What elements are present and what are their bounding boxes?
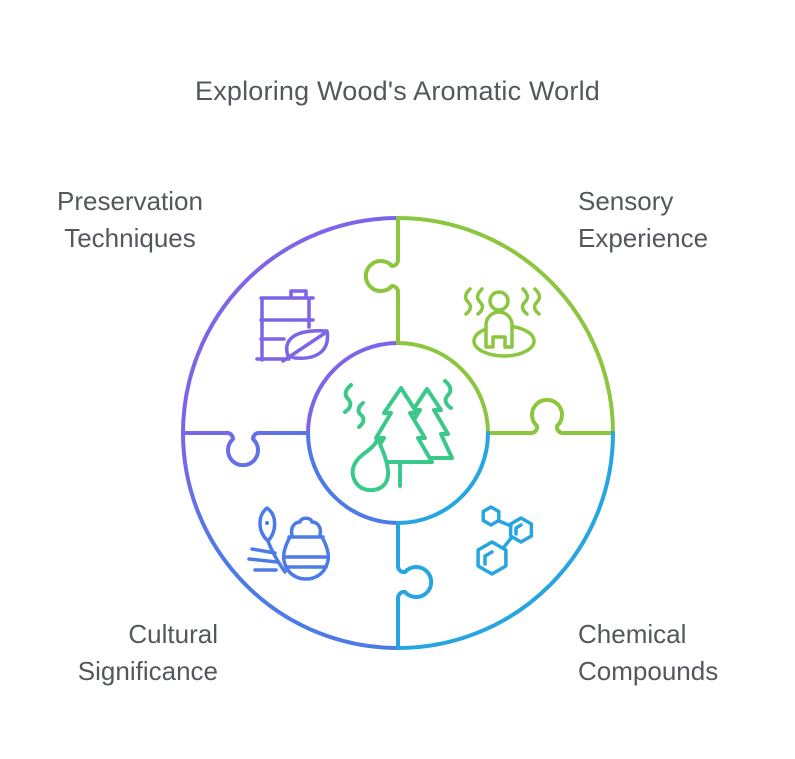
outer-arc-bottom-left: [181, 431, 400, 650]
outer-arc-bottom-right: [396, 431, 615, 650]
aroma-wave: [532, 287, 542, 316]
label-line: Sensory: [578, 186, 674, 216]
sprig-leaf: [258, 506, 277, 543]
person-aroma-icon: [463, 287, 542, 358]
pine-tree-front: [367, 386, 434, 464]
label-preservation-techniques: Preservation Techniques: [25, 183, 235, 257]
divider-bottom-with-notch: [396, 521, 434, 650]
aroma-wave: [463, 287, 473, 316]
hexagon-large: [476, 540, 508, 576]
sprig-twig: [247, 557, 279, 564]
outer-arc-top-left: [181, 216, 400, 435]
page-title: Exploring Wood's Aromatic World: [194, 76, 601, 106]
label-cultural-significance: Cultural Significance: [10, 616, 218, 690]
divider-left-with-notch: [181, 430, 310, 468]
aroma-wave: [343, 383, 353, 414]
leaf-stem: [281, 331, 327, 363]
sprig-stem: [266, 539, 287, 574]
inner-arc-top-left: [306, 341, 400, 435]
label-line: Experience: [578, 223, 709, 253]
sprig-dot: [265, 521, 269, 525]
flame: [350, 435, 391, 493]
label-line: Cultural: [128, 619, 218, 649]
label-line: Preservation: [57, 186, 203, 216]
aroma-wave: [356, 401, 366, 429]
quadrant-preservation: [181, 216, 400, 435]
label-line: Significance: [77, 656, 218, 686]
hexagon-small: [481, 505, 501, 527]
label-sensory-experience: Sensory Experience: [578, 183, 788, 257]
molecule-icon: [476, 505, 534, 576]
vessel-lid: [289, 516, 323, 537]
divider-right-with-notch: [486, 397, 615, 435]
label-line: Compounds: [578, 656, 719, 686]
inner-arc-top-right: [396, 341, 490, 435]
leaf-outline: [285, 329, 330, 360]
aroma-wave: [443, 379, 453, 410]
inner-arc-bottom-right: [396, 431, 490, 525]
wood-stack-leaf-icon: [255, 289, 330, 363]
forest-fire-aroma-icon: [343, 379, 454, 493]
label-line: Chemical: [578, 619, 687, 649]
label-line: Techniques: [64, 223, 196, 253]
person-body: [484, 310, 514, 349]
hexagon-inner-mark: [483, 550, 494, 566]
hexagon-medium: [508, 516, 534, 544]
molecule-bond: [502, 535, 514, 549]
hexagon-inner-mark: [514, 523, 523, 536]
person-head: [488, 290, 510, 312]
divider-top-with-tab: [363, 216, 400, 345]
aroma-wave: [475, 287, 485, 316]
outer-arc-top-right: [396, 216, 615, 435]
quadrant-chemical: [396, 431, 615, 650]
quadrant-sensory: [363, 216, 615, 435]
quadrant-cultural: [181, 430, 400, 650]
aroma-wave: [520, 287, 530, 316]
inner-arc-bottom-left: [306, 431, 400, 525]
label-chemical-compounds: Chemical Compounds: [578, 616, 788, 690]
sprig-twig: [250, 547, 277, 555]
plant-vessel-icon: [247, 506, 331, 581]
